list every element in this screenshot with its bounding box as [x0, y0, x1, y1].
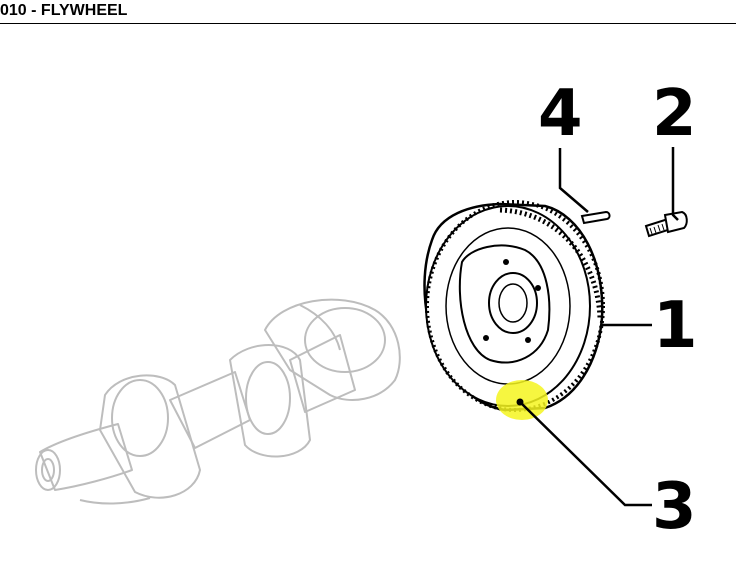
flywheel-bolt: [644, 210, 688, 238]
page-header: 010 - FLYWHEEL: [0, 0, 736, 24]
exploded-parts-diagram: [35, 147, 688, 507]
page-title: 010 - FLYWHEEL: [0, 2, 128, 19]
callout-2: 2: [652, 77, 697, 151]
callout-1: 1: [653, 289, 698, 363]
callout-3: 3: [652, 470, 697, 544]
leader-lines: [519, 147, 679, 507]
callout-4: 4: [538, 77, 583, 151]
crankshaft: [35, 298, 401, 505]
dowel-pin: [580, 210, 611, 225]
flywheel: [423, 200, 605, 412]
